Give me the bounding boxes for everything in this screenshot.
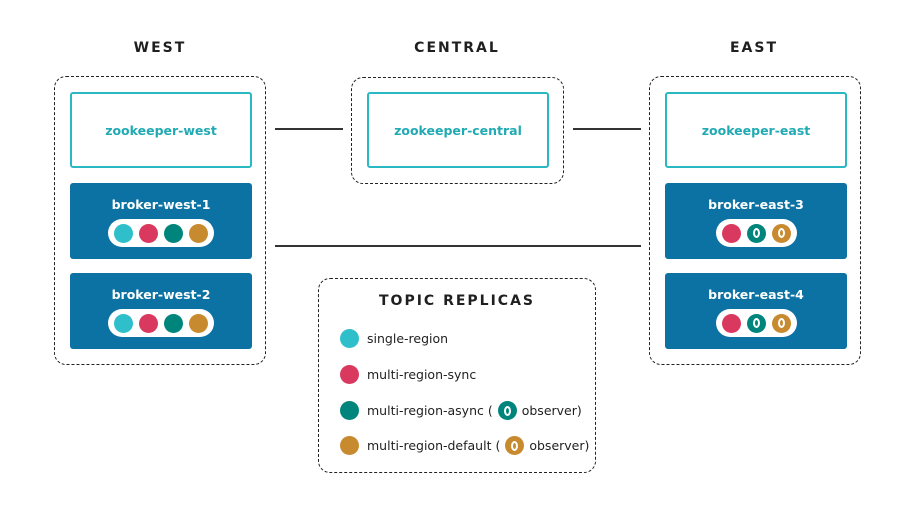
broker-name: broker-east-3 [708, 197, 804, 212]
legend-item-multi-region-sync: multi-region-sync [340, 365, 476, 384]
multi-region-sync-replica-dot [721, 313, 741, 333]
observer-async-icon [497, 401, 517, 420]
multi-region-default-observer-dot [771, 223, 791, 243]
region-central [351, 77, 564, 184]
broker-name: broker-west-1 [111, 197, 211, 212]
zookeeper-link-central-east [573, 128, 641, 130]
legend-label: multi-region-sync [367, 367, 477, 382]
region-title-west: WEST [133, 40, 187, 56]
multi-region-sync-legend-dot [340, 365, 359, 384]
zookeeper-east: zookeeper-east [665, 92, 847, 168]
multi-region-sync-replica-dot [721, 223, 741, 243]
broker-name: broker-east-4 [708, 287, 804, 302]
multi-region-default-observer-dot [771, 313, 791, 333]
legend-suffix: observer) [521, 403, 582, 418]
region-east [649, 76, 861, 365]
replica-set [108, 309, 214, 337]
region-title-east: EAST [729, 40, 779, 56]
zookeeper-west: zookeeper-west [70, 92, 252, 168]
legend-title: TOPIC REPLICAS [379, 293, 535, 309]
multi-region-default-replica-dot [189, 223, 208, 243]
single-region-replica-dot [114, 223, 133, 243]
broker-name: broker-west-2 [111, 287, 211, 302]
replica-set [108, 219, 214, 247]
legend-label: single-region [367, 331, 449, 346]
broker-east-4: broker-east-4 [665, 273, 847, 349]
legend-label: multi-region-default ( [367, 438, 501, 453]
broker-east-3: broker-east-3 [665, 183, 847, 259]
single-region-legend-dot [340, 329, 359, 348]
zookeeper-central: zookeeper-central [367, 92, 549, 168]
legend-item-multi-region-async: multi-region-async ( observer) [340, 401, 582, 420]
multi-region-async-observer-dot [746, 223, 766, 243]
region-west [54, 76, 266, 365]
multi-region-default-replica-dot [189, 313, 208, 333]
multi-region-async-observer-dot [746, 313, 766, 333]
multi-region-sync-replica-dot [139, 223, 158, 243]
broker-link-west-east [275, 245, 641, 247]
legend-item-multi-region-default: multi-region-default ( observer) [340, 436, 589, 455]
legend-label: multi-region-async ( [367, 403, 493, 418]
single-region-replica-dot [114, 313, 133, 333]
replica-set [715, 309, 797, 337]
observer-default-icon [505, 436, 525, 455]
multi-region-sync-replica-dot [139, 313, 158, 333]
multi-region-async-replica-dot [164, 223, 183, 243]
legend-box [318, 278, 596, 473]
region-title-central: CENTRAL [414, 40, 500, 56]
replica-set [715, 219, 797, 247]
multi-region-async-replica-dot [164, 313, 183, 333]
legend-item-single-region: single-region [340, 329, 448, 348]
legend-suffix: observer) [529, 438, 590, 453]
broker-west-2: broker-west-2 [70, 273, 252, 349]
broker-west-1: broker-west-1 [70, 183, 252, 259]
multi-region-default-legend-dot [340, 436, 359, 455]
zookeeper-link-west-central [275, 128, 343, 130]
multi-region-async-legend-dot [340, 401, 359, 420]
